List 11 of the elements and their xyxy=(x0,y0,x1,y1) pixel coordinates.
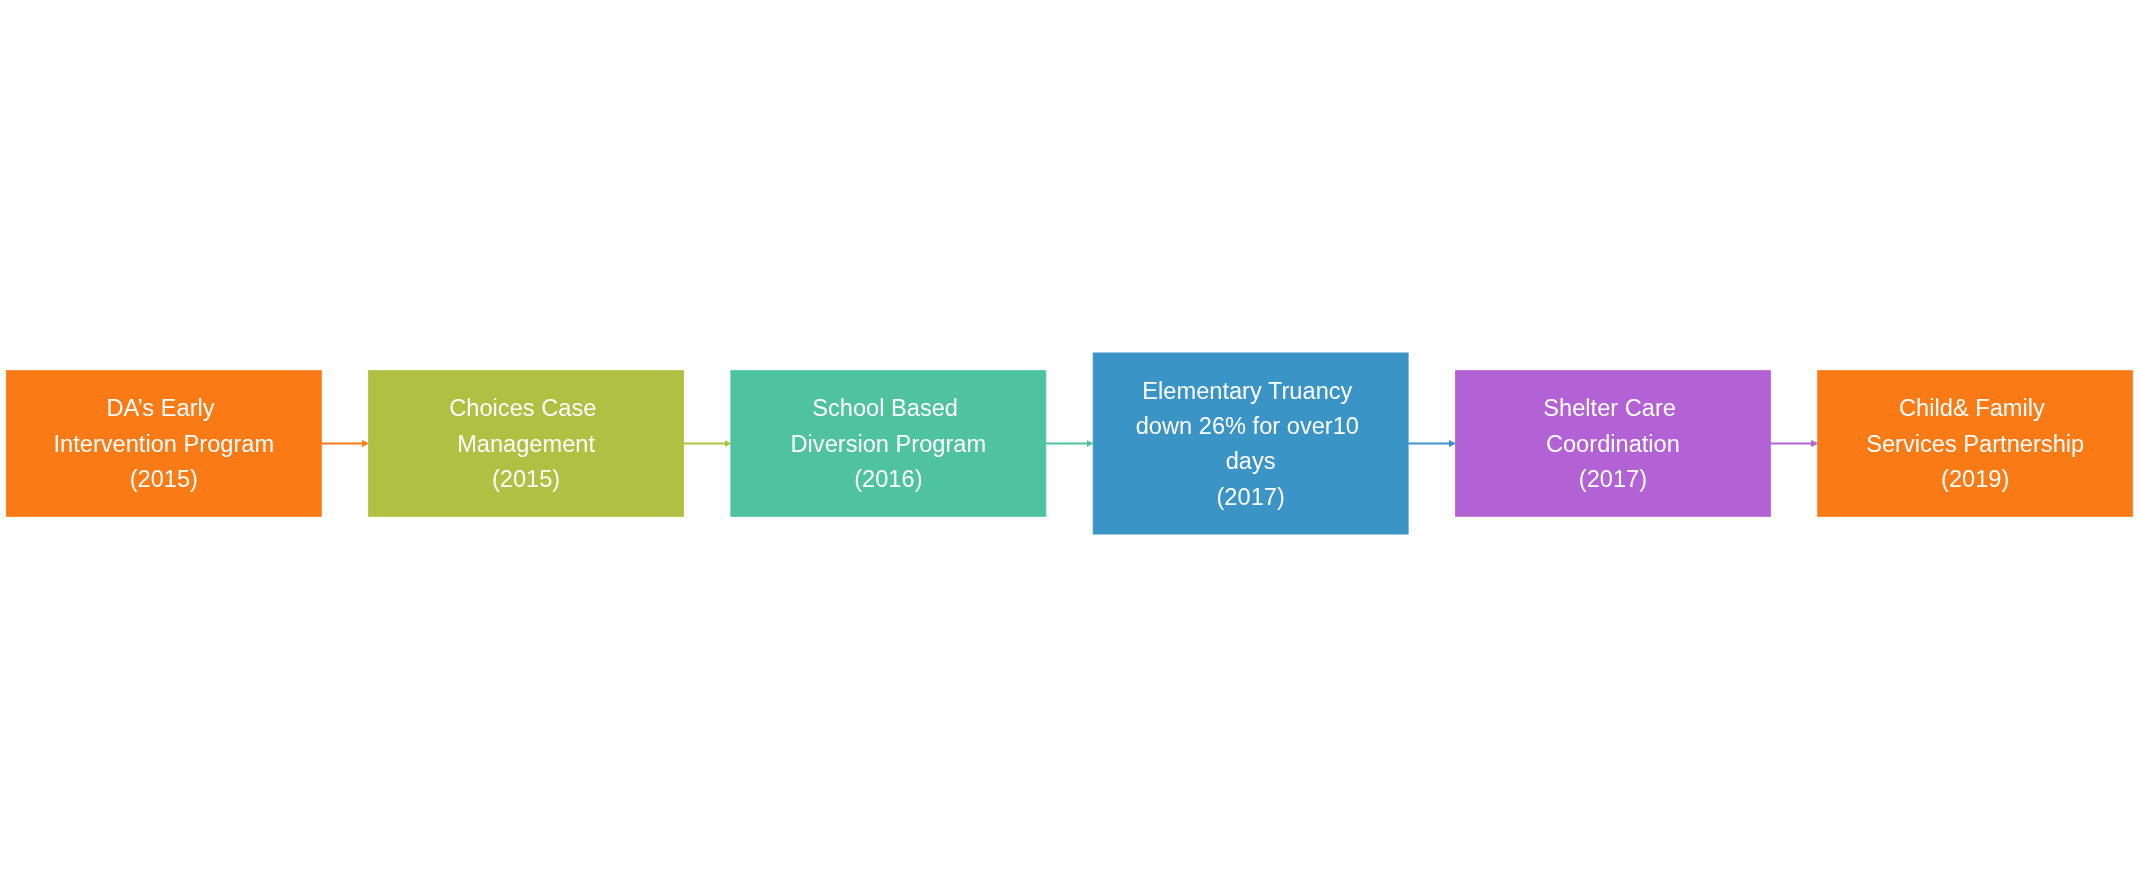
arrow xyxy=(320,440,369,447)
arrow xyxy=(682,440,732,447)
node-box: School Based Diversion Program (2016) xyxy=(730,370,1047,517)
node-box: Shelter Care Coordination (2017) xyxy=(1455,370,1771,517)
arrow xyxy=(1769,440,1818,447)
node-box: Choices Case Management (2015) xyxy=(368,370,684,517)
arrow xyxy=(1044,440,1094,447)
arrow xyxy=(1407,440,1456,447)
node-box: DA’s Early Intervention Program (2015) xyxy=(5,370,322,517)
node-box: Child& Family Services Partnership (2019) xyxy=(1817,370,2134,517)
node-box: Elementary Truancy down 26% for over10 days (2017) xyxy=(1092,352,1409,535)
